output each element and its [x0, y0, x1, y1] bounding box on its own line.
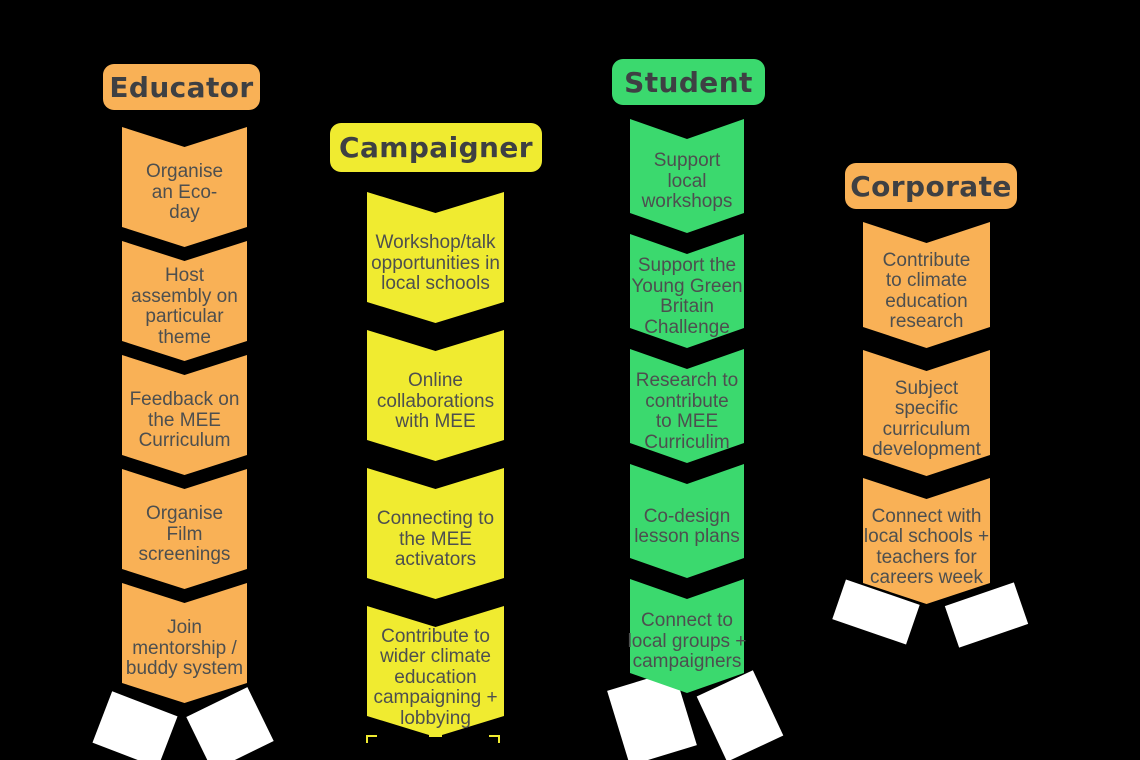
corporate-step-1-chevron: Contribute to climate education research [863, 222, 990, 348]
chevron-arrow-shape [367, 192, 504, 323]
student-step-2-chevron: Support the Young Green Britain Challeng… [630, 234, 744, 348]
educator-header: Educator [103, 64, 260, 110]
student-step-5-label: Connect to local groups + campaigners [627, 610, 747, 673]
chevron-arrow-shape [122, 241, 247, 361]
student-step-3-chevron: Research to contribute to MEE Curriculim [630, 349, 744, 463]
educator-step-5-chevron: Join mentorship / buddy system [122, 583, 247, 703]
corporate-step-2-chevron: Subject specific curriculum development [863, 350, 990, 476]
campaigner-step-4-chevron: Contribute to wider climate education ca… [367, 606, 504, 737]
corporate-step-2-label: Subject specific curriculum development [872, 377, 981, 460]
campaigner-header-label: Campaigner [339, 131, 533, 164]
campaigner-step-3-chevron: Connecting to the MEE activators [367, 468, 504, 599]
corporate-header-label: Corporate [850, 169, 1012, 203]
campaigner-step-2-chevron: Online collaborations with MEE [367, 330, 504, 461]
chevron-arrow-shape [863, 222, 990, 348]
educator-step-3-chevron: Feedback on the MEE Curriculum [122, 355, 247, 475]
corporate-step-1-label: Contribute to climate education research [882, 249, 971, 332]
student-step-5-chevron: Connect to local groups + campaigners [628, 579, 746, 693]
chevron-arrow-shape [367, 606, 504, 737]
chevron-arrow-shape [863, 478, 990, 604]
chevron-arrow-shape [122, 583, 247, 703]
corporate-step-3-label: Connect with local schools + teachers fo… [863, 505, 990, 588]
educator-step-3-label: Feedback on the MEE Curriculum [129, 389, 240, 452]
cropped-element-outline [489, 735, 500, 743]
educator-step-1-chevron: Organise an Eco- day [122, 127, 247, 247]
student-step-4-chevron: Co-design lesson plans [630, 464, 744, 578]
educator-header-label: Educator [109, 70, 254, 104]
chevron-arrow-shape [367, 330, 504, 461]
educator-step-1-label: Organise an Eco- day [145, 161, 224, 224]
student-step-3-label: Research to contribute to MEE Curriculim [635, 370, 739, 453]
campaigner-step-2-label: Online collaborations with MEE [376, 370, 495, 433]
chevron-arrow-shape [863, 350, 990, 476]
campaigner-step-4-label: Contribute to wider climate education ca… [373, 625, 498, 729]
educator-step-2-chevron: Host assembly on particular theme [122, 241, 247, 361]
educator-step-2-label: Host assembly on particular theme [131, 265, 238, 348]
corporate-step-3-chevron: Connect with local schools + teachers fo… [863, 478, 990, 604]
campaigner-step-1-chevron: Workshop/talk opportunities in local sch… [367, 192, 504, 323]
student-step-1-label: Support local workshops [641, 150, 733, 213]
educator-step-5-label: Join mentorship / buddy system [125, 617, 244, 680]
corporate-header: Corporate [845, 163, 1017, 209]
student-step-1-chevron: Support local workshops [630, 119, 744, 233]
student-step-2-label: Support the Young Green Britain Challeng… [631, 255, 743, 338]
educator-step-4-label: Organise Film screenings [138, 503, 231, 566]
student-header: Student [612, 59, 765, 105]
student-header-label: Student [624, 65, 753, 99]
campaigner-step-3-label: Connecting to the MEE activators [376, 508, 495, 571]
cropped-element-outline [366, 735, 377, 743]
educator-step-4-chevron: Organise Film screenings [122, 469, 247, 589]
campaigner-header: Campaigner [330, 123, 542, 172]
chevron-arrow-shape [367, 468, 504, 599]
chevron-arrow-shape [122, 127, 247, 247]
student-step-4-label: Co-design lesson plans [634, 505, 740, 547]
chevron-arrow-shape [122, 469, 247, 589]
campaigner-step-1-label: Workshop/talk opportunities in local sch… [371, 232, 500, 295]
chevron-arrow-shape [122, 355, 247, 475]
